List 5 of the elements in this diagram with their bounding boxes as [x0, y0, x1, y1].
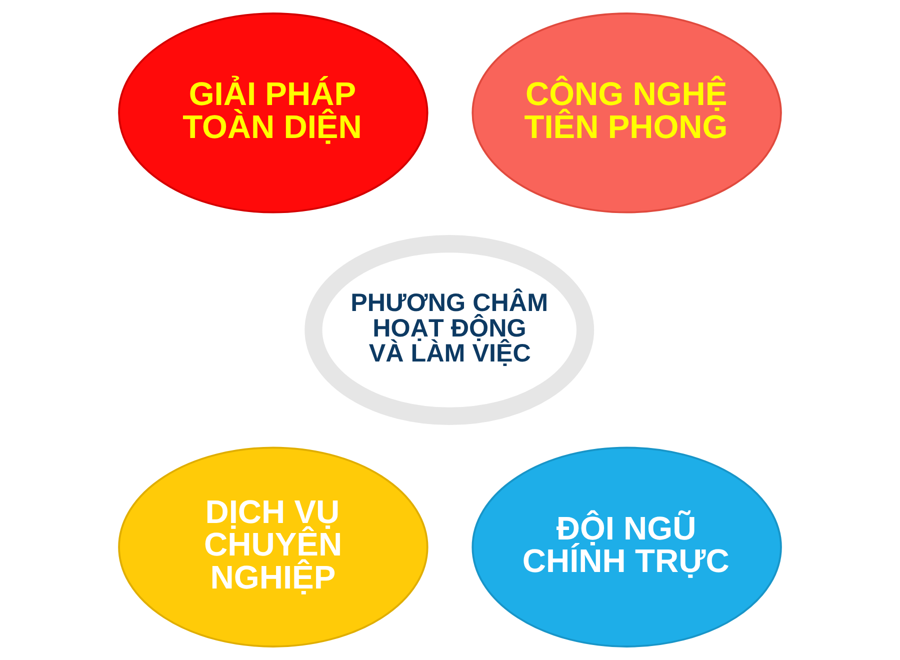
- node-ellipse: GIẢI PHÁP TOÀN DIỆN: [118, 12, 428, 214]
- node-ellipse: PHƯƠNG CHÂM HOẠT ĐỘNG VÀ LÀM VIỆC: [304, 235, 594, 425]
- node-ellipse: CÔNG NGHỆ TIÊN PHONG: [472, 12, 782, 214]
- node-ellipse: DỊCH VỤ CHUYÊN NGHIỆP: [118, 446, 428, 648]
- node-ellipse: ĐỘI NGŨ CHÍNH TRỰC: [472, 446, 782, 648]
